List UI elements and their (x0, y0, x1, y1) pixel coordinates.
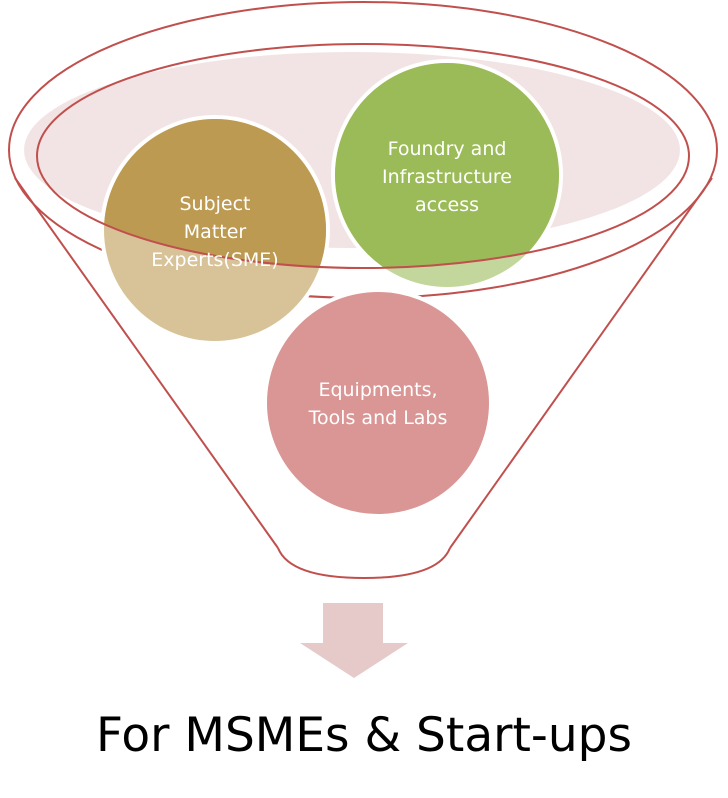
foundry-label-2: Infrastructure (382, 166, 512, 188)
equipments-label-1: Equipments, (318, 379, 437, 401)
funnel-inner-rim (36, 43, 690, 269)
circle-foundry (331, 59, 563, 291)
sme-label-3: Experts(SME) (151, 249, 278, 271)
sme-label-1: Subject (179, 193, 250, 215)
funnel-body-outline (14, 177, 713, 549)
circle-equipments (263, 288, 493, 518)
foundry-label-3: access (415, 194, 479, 216)
equipments-label-2: Tools and Labs (308, 407, 448, 429)
sme-label-2: Matter (184, 221, 247, 243)
down-arrow-icon (300, 603, 408, 678)
caption: For MSMEs & Start-ups (96, 708, 632, 763)
circle-sme (100, 115, 330, 345)
foundry-label-1: Foundry and (388, 138, 507, 160)
funnel-spout (277, 547, 451, 580)
